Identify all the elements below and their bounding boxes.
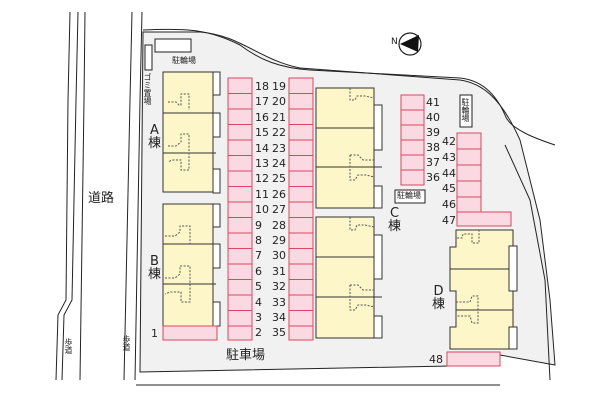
space-number: 21 xyxy=(272,110,286,124)
space-number: 5 xyxy=(255,280,262,294)
space-number: 17 xyxy=(255,95,269,109)
space-number: 40 xyxy=(426,111,440,124)
space-number: 8 xyxy=(255,234,262,247)
outer-boundary xyxy=(142,28,556,146)
garbage-area-label: ゴミ置場 xyxy=(143,73,152,105)
sidewalk-right-label: 歩道 xyxy=(122,335,131,351)
space-number: 33 xyxy=(272,295,286,309)
bicycle-parking-top-label: 駐輪場 xyxy=(172,56,196,65)
space-number: 24 xyxy=(272,157,286,170)
parking-right-col xyxy=(456,132,512,227)
bicycle-parking-right xyxy=(459,94,473,128)
outer-boundary-east xyxy=(504,144,551,381)
space-number: 26 xyxy=(272,187,286,201)
bicycle-parking-top xyxy=(154,38,192,53)
parking-mid-col xyxy=(288,77,314,341)
parking-space-1 xyxy=(162,325,218,341)
sidewalk-left-label: 歩道 xyxy=(64,338,73,354)
space-number: 22 xyxy=(272,126,286,140)
space-number: 36 xyxy=(426,171,440,184)
garbage-area xyxy=(144,44,153,71)
north-arrow-icon xyxy=(398,32,422,56)
space-number: 13 xyxy=(255,157,269,170)
space-number: 46 xyxy=(442,198,456,212)
space-number: 6 xyxy=(255,264,262,278)
space-number: 4 xyxy=(255,295,262,309)
space-number: 29 xyxy=(272,234,286,247)
road-label: 道路 xyxy=(88,191,115,206)
space-number: 3 xyxy=(255,311,262,324)
building-d xyxy=(449,229,518,350)
space-number: 32 xyxy=(272,280,286,294)
space-number: 14 xyxy=(255,141,269,155)
space-number-48: 48 xyxy=(429,353,443,366)
space-number: 37 xyxy=(426,156,440,169)
space-number: 20 xyxy=(272,95,286,109)
space-number: 10 xyxy=(255,203,269,217)
space-number: 34 xyxy=(272,311,286,324)
space-number: 28 xyxy=(272,218,286,232)
space-number: 30 xyxy=(272,249,286,263)
space-number: 35 xyxy=(272,326,286,340)
parking-left-col xyxy=(227,77,253,341)
north-label: N xyxy=(391,37,398,47)
space-number: 9 xyxy=(255,218,262,232)
space-number: 27 xyxy=(272,203,286,217)
space-number: 31 xyxy=(272,264,286,278)
building-c xyxy=(315,87,383,339)
space-number: 7 xyxy=(255,249,262,263)
space-number: 43 xyxy=(442,150,456,164)
building-a xyxy=(162,71,221,194)
parking-c-col xyxy=(400,94,425,186)
space-number: 12 xyxy=(255,172,269,186)
bicycle-parking-right-label: 駐輪場 xyxy=(461,98,470,122)
space-number: 44 xyxy=(442,166,456,180)
building-b xyxy=(162,203,221,327)
space-number-1: 1 xyxy=(151,327,158,340)
space-number: 42 xyxy=(442,135,456,148)
parking-space-48 xyxy=(446,351,501,367)
space-number: 25 xyxy=(272,172,286,186)
parking-lot-label: 駐車場 xyxy=(226,348,266,363)
space-number: 16 xyxy=(255,110,269,124)
bicycle-parking-mid-label: 駐輪場 xyxy=(397,191,421,200)
road-lines xyxy=(55,11,143,381)
space-number: 18 xyxy=(255,80,269,93)
space-number: 47 xyxy=(442,214,456,227)
space-number: 15 xyxy=(255,126,269,140)
space-number: 19 xyxy=(272,80,286,93)
space-number: 23 xyxy=(272,141,286,155)
bicycle-parking-mid xyxy=(394,189,426,204)
space-number: 39 xyxy=(426,126,440,139)
space-number: 45 xyxy=(442,182,456,196)
space-number: 11 xyxy=(255,187,269,201)
space-number: 2 xyxy=(255,326,262,340)
space-number: 38 xyxy=(426,141,440,154)
space-number: 41 xyxy=(426,96,440,109)
